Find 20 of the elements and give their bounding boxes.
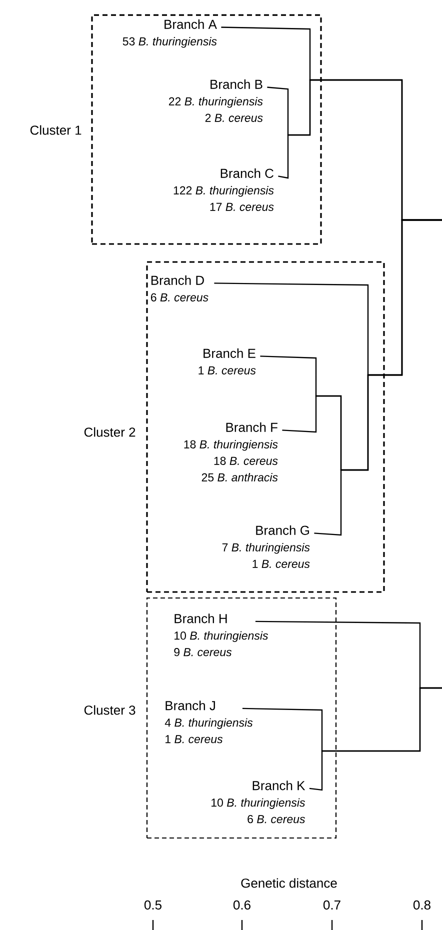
branch-label: Branch G 7 B. thuringiensis 1 B. cereus bbox=[222, 525, 310, 568]
tick-label: 0.6 bbox=[233, 900, 250, 910]
branch-label: Branch H 10 B. thuringiensis 9 B. cereus bbox=[174, 614, 268, 656]
cluster-label: Cluster 3 bbox=[84, 705, 136, 715]
tick-label: 0.7 bbox=[323, 900, 340, 910]
tree-branch-line bbox=[314, 219, 442, 536]
branch-label: Branch K 10 B. thuringiensis 6 B. cereus bbox=[212, 780, 306, 824]
branch-label: Branch F 18 B. thuringiensis 18 B. cereus 25 B. anthracis bbox=[184, 422, 278, 482]
branch-label: Branch C 122 B. thuringiensis 17 B. cereus bbox=[174, 168, 274, 211]
tick-label: 0.5 bbox=[144, 900, 162, 910]
branch-label: Branch E 1 B. cereus bbox=[198, 348, 256, 374]
axis-title: Genetic distance bbox=[241, 878, 337, 888]
tree-branch-line bbox=[309, 687, 442, 791]
tick-label: 0.8 bbox=[413, 900, 430, 910]
cluster-label: Cluster 1 bbox=[30, 125, 82, 135]
branch-label: Branch J 4 B. thuringiensis 1 B. cereus bbox=[164, 700, 253, 744]
branch-label: Branch A 53 B. thuringiensis bbox=[122, 19, 217, 48]
branch-label: Branch D 6 B. cereus bbox=[150, 275, 208, 302]
branch-label: Branch B 22 B. thuringiensis 2 B. cereus bbox=[168, 79, 263, 122]
cluster-label: Cluster 2 bbox=[84, 427, 136, 437]
